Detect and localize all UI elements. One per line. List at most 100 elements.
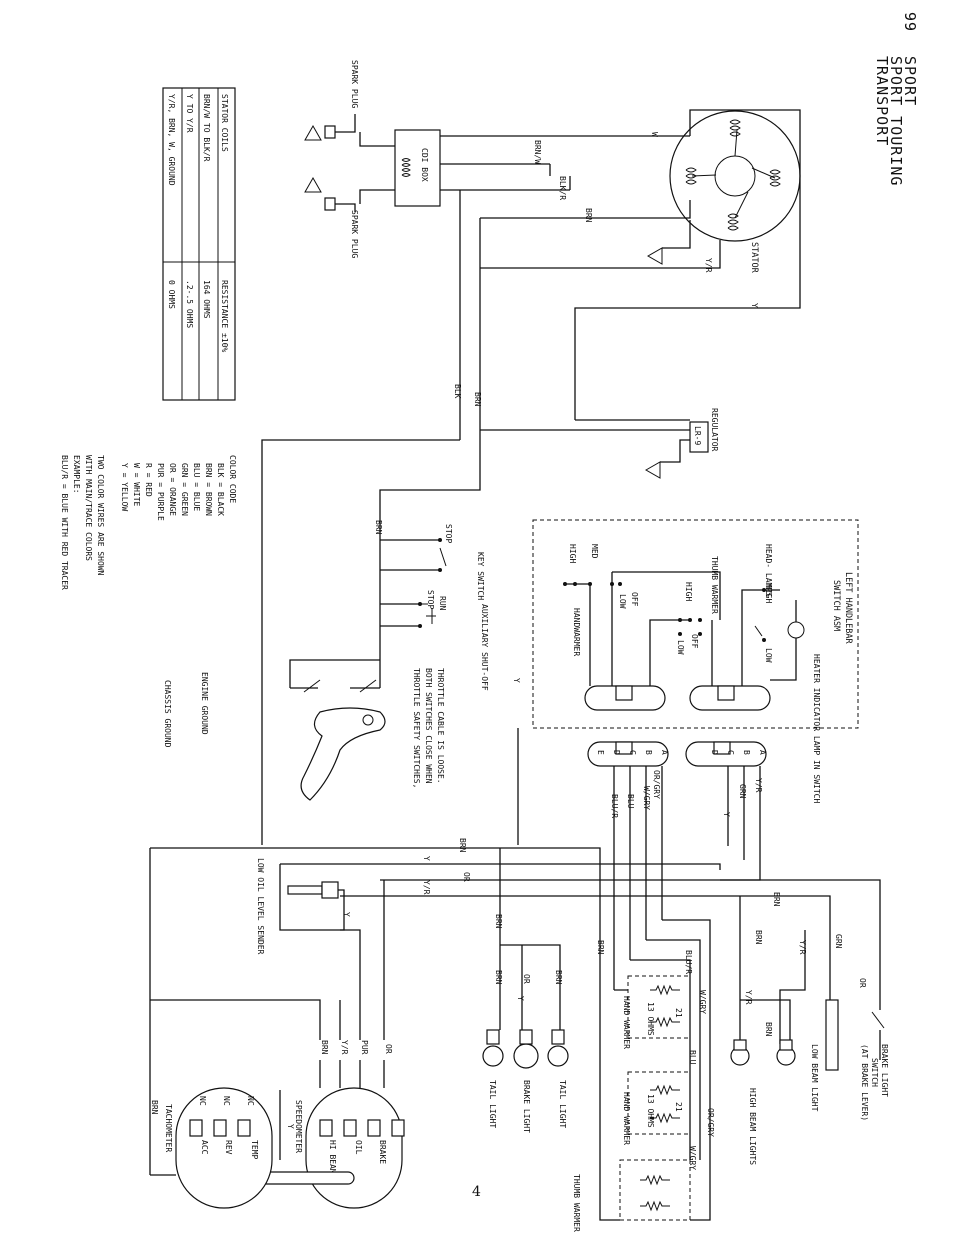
wire-brn-c-label: BRN: [374, 520, 383, 535]
wire-yr-d-label: Y/R: [798, 940, 807, 955]
color-code-title: COLOR CODE: [228, 455, 237, 503]
speedometer-label: SPEEDOMETER: [294, 1100, 303, 1153]
wire-brn-h-label: BRN: [764, 1022, 773, 1037]
wire-brn-l-label: BRN: [320, 1040, 329, 1055]
throttle-note-1: THROTTLE SAFETY SWITCHES,: [412, 668, 421, 788]
wire-or-b-label: OR: [858, 978, 867, 988]
gauge-rev-label: REV: [224, 1140, 233, 1155]
ohms-1-label: 13 OHMS: [646, 1002, 655, 1036]
wire-yr-e-label: Y/R: [744, 990, 753, 1005]
wire-brn-a-label: BRN: [584, 208, 593, 223]
auxiliary-shutoff: RUN STOP AUXILIARY SHUT-OFF: [380, 590, 489, 691]
wire-blur-label: BLU/R: [610, 794, 619, 818]
low-beam-label: LOW BEAM LIGHT: [810, 1044, 819, 1112]
low-oil-sender-label: LOW OIL LEVEL SENDER: [256, 858, 265, 955]
thumb-warmer-2-label: THUMB WARMER: [572, 1174, 581, 1232]
thumb-warmer-label: THUMB WARMER: [710, 556, 719, 614]
wire-wgry-label: W/GRY: [642, 786, 651, 810]
connector-pin: C: [726, 750, 735, 755]
wire-grn-b-label: GRN: [834, 934, 843, 949]
tachometer-label: TACHOMETER: [164, 1104, 173, 1152]
connector-2: A B C D E: [587, 741, 669, 767]
color-code-entry: Y = YELLOW: [120, 463, 129, 511]
engine-ground-label: ENGINE GROUND: [200, 672, 209, 735]
gauge-acc-label: ACC: [200, 1140, 209, 1155]
color-code-note: EXAMPLE:: [72, 455, 81, 494]
nc-3-label: NC: [198, 1096, 207, 1106]
handlebar-title-1: LEFT HANDLEBAR: [843, 572, 853, 645]
color-code-legend: COLOR CODE BLK = BLACK BRN = BROWN BLU =…: [60, 455, 237, 590]
cdi-box-label: CDI BOX: [420, 148, 429, 182]
r21-1-label: 21: [674, 1008, 683, 1018]
aux-run: RUN: [438, 596, 447, 611]
tachometer: TEMP REV ACC NC NC NC TACHOMETER Y BRN: [150, 1087, 295, 1209]
connector-pin: C: [628, 750, 637, 755]
table-row-2-coil: Y TO Y/R: [185, 94, 194, 133]
hand-med: MED: [590, 544, 599, 559]
table-row-1-coil: BRN/W TO BLK/R: [202, 94, 211, 162]
wire-brn-i-label: BRN: [494, 970, 503, 985]
wire-brn-m-label: BRN: [150, 1100, 159, 1115]
color-code-entry: OR = ORANGE: [168, 463, 177, 516]
wire-brn-d-label: BRN: [458, 838, 467, 853]
heater-indicator-label: HEATER INDICATOR LAMP IN SWITCH: [812, 654, 821, 803]
spark-plug-1-label: SPARK PLUG: [350, 60, 359, 108]
key-switch: STOP KEY SWITCH BRN: [374, 520, 485, 600]
table-row-3-value: 0 OHMS: [167, 280, 176, 309]
title-line1: SPORT: [901, 56, 919, 106]
throttle-lever: THROTTLE SAFETY SWITCHES, BOTH SWITCHES …: [300, 668, 445, 801]
wire-y-d-label: Y: [722, 812, 731, 817]
thumb-off: OFF: [690, 634, 699, 649]
title-line3: TRANSPORT: [873, 56, 891, 146]
hand-warmer-2-label: HAND WARMER: [622, 1092, 631, 1145]
wire-blu-b-label: BLU: [688, 1050, 697, 1065]
wire-yr-b-label: Y/R: [422, 880, 431, 895]
table-row-2-value: .2-.5 OHMS: [185, 280, 194, 328]
connector-pin: B: [742, 750, 751, 755]
brake-switch-label-3: (AT BRAKE LEVER): [860, 1044, 869, 1121]
headlamp-low: LOW: [764, 648, 773, 663]
wire-brn-f-label: BRN: [494, 914, 503, 929]
wire-y-b-label: Y: [512, 678, 521, 683]
nc-1-label: NC: [246, 1096, 255, 1106]
head-lamps-label: HEAD- LAMPS: [764, 544, 773, 597]
color-code-entry: PUR = PURPLE: [156, 463, 165, 521]
gauge-oil-label: OIL: [354, 1140, 363, 1155]
table-row-1-value: 164 OHMS: [202, 280, 211, 319]
wire-pur-label: PUR: [360, 1040, 369, 1055]
key-switch-stop: STOP: [444, 524, 453, 543]
regulator-part: LR-9: [693, 426, 702, 445]
diagram-title: 99 SPORT SPORT TOURING TRANSPORT: [873, 12, 919, 186]
wire-or-d-label: OR: [384, 1044, 393, 1054]
wire-brn-j-label: BRN: [554, 970, 563, 985]
cdi-box: CDI BOX: [394, 129, 441, 207]
connector-pin: E: [596, 750, 605, 755]
thumb-high: HIGH: [684, 582, 693, 601]
left-handlebar-switch: LEFT HANDLEBAR SWITCH ASM HEATER INDICAT…: [532, 519, 859, 803]
spark-plug-2-label: SPARK PLUG: [350, 210, 359, 258]
rear-lights: BRN BRN OR Y BRN TAIL LIGHT BRAKE LIGHT …: [482, 848, 569, 1133]
wire-orgry-label: OR/GRY: [652, 770, 661, 799]
low-oil-sender: Y LOW OIL LEVEL SENDER: [256, 858, 351, 955]
table-header-left: STATOR COILS: [220, 94, 229, 152]
gauge-temp-label: TEMP: [250, 1140, 259, 1159]
wire-y-c-label: Y: [422, 856, 431, 861]
beam-lights: BRN Y/R Y/R BRN GRN OR LOW BEAM LIGHT HI…: [730, 896, 889, 1165]
wire-grn-a-label: GRN: [738, 784, 747, 799]
high-beam-label: HIGH BEAM LIGHTS: [748, 1088, 757, 1165]
connector-1: A B C D: [685, 741, 767, 767]
wire-w-label: W: [650, 132, 659, 137]
connector-pin: D: [710, 750, 719, 755]
wire-wgry-b-label: W/GRY: [698, 990, 707, 1014]
stator-label: STATOR: [749, 242, 759, 274]
wire-blur-b-label: BLU/R: [684, 950, 693, 974]
hand-warmer-1-label: HAND WARMER: [622, 996, 631, 1049]
connector-pin: A: [660, 750, 669, 755]
nc-2-label: NC: [222, 1096, 231, 1106]
regulator-label: REGULATOR: [710, 408, 719, 452]
wire-y-a-label: Y: [750, 303, 759, 308]
color-code-note: BLU/R = BLUE WITH RED TRACER: [60, 455, 69, 590]
thumb-low: LOW: [676, 640, 685, 655]
throttle-note-3: THROTTLE CABLE IS LOOSE.: [436, 668, 445, 784]
color-code-entry: BLK = BLACK: [216, 463, 225, 516]
